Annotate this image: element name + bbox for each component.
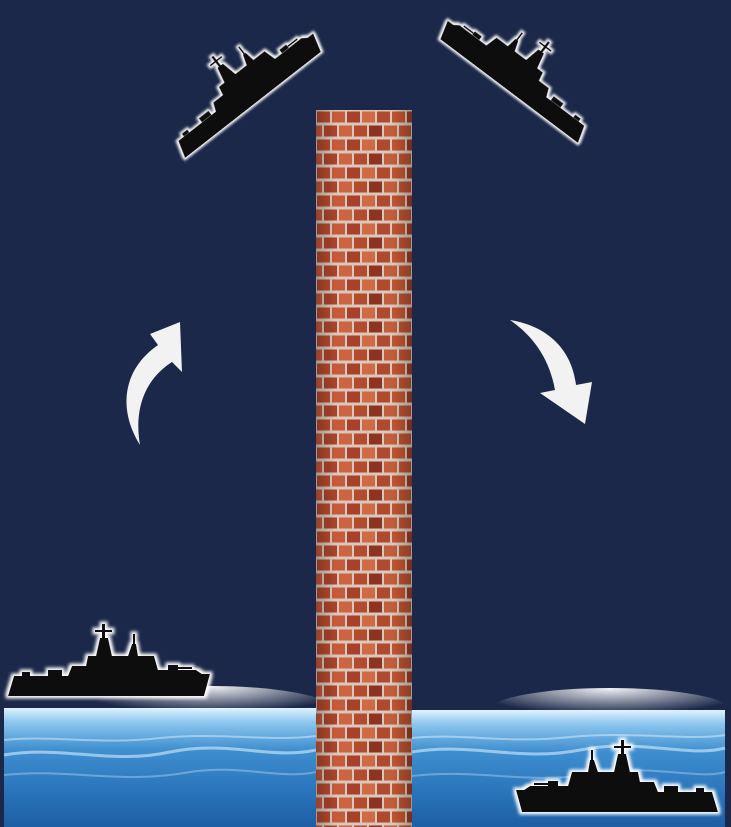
brick-wall (316, 110, 412, 827)
